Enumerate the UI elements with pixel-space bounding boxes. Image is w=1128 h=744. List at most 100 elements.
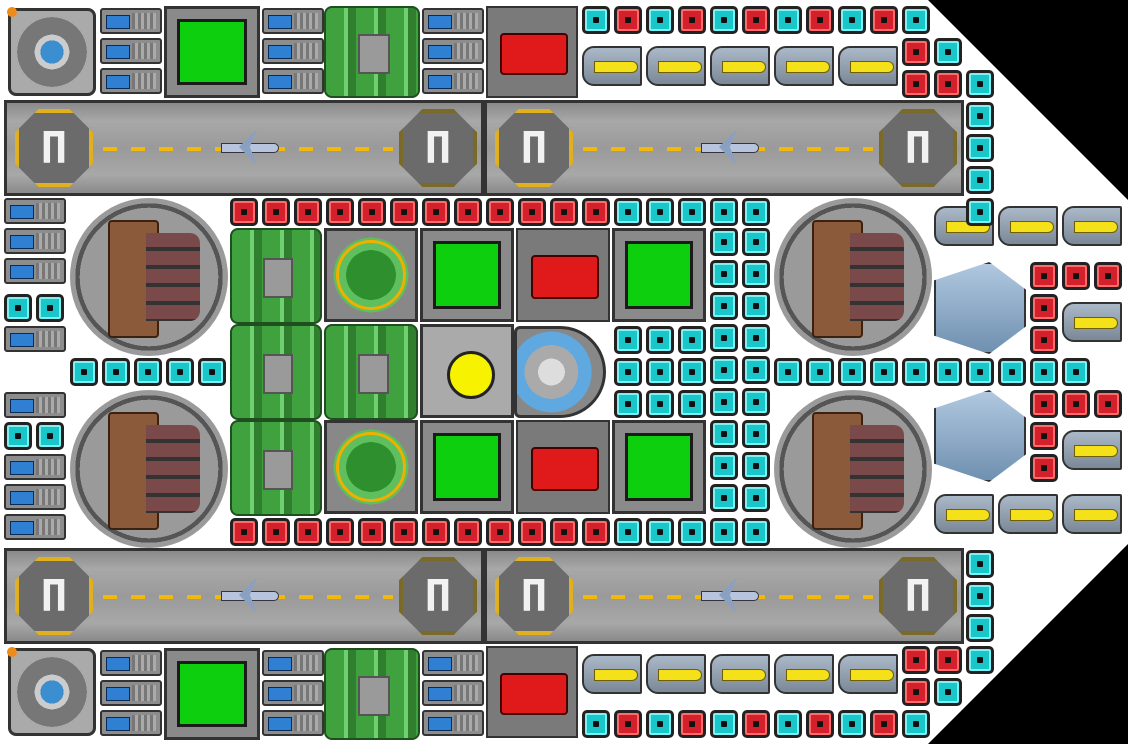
cyan-conduit-icon[interactable] (4, 422, 32, 450)
battery-module[interactable] (100, 8, 162, 34)
heavy-turret-icon[interactable] (774, 390, 932, 548)
cyan-conduit-icon[interactable] (998, 358, 1026, 386)
battery-module[interactable] (262, 8, 324, 34)
cyan-conduit-icon[interactable] (36, 422, 64, 450)
hangar-fighter-icon[interactable] (324, 228, 418, 322)
cyan-conduit-icon[interactable] (934, 358, 962, 386)
red-conduit-icon[interactable] (806, 710, 834, 738)
thruster-module[interactable] (646, 654, 706, 694)
cyan-conduit-icon[interactable] (166, 358, 194, 386)
cyan-conduit-icon[interactable] (710, 228, 738, 256)
battery-module[interactable] (422, 8, 484, 34)
red-conduit-icon[interactable] (518, 198, 546, 226)
cyan-conduit-icon[interactable] (742, 420, 770, 448)
red-conduit-icon[interactable] (902, 70, 930, 98)
shield-generator-icon[interactable] (7, 7, 96, 96)
cyan-conduit-icon[interactable] (742, 324, 770, 352)
red-conduit-icon[interactable] (454, 198, 482, 226)
red-conduit-icon[interactable] (742, 710, 770, 738)
power-core-module[interactable] (612, 228, 706, 322)
cyan-conduit-icon[interactable] (678, 198, 706, 226)
red-conduit-icon[interactable] (742, 6, 770, 34)
fuel-tank-module[interactable] (324, 6, 420, 98)
battery-module[interactable] (422, 680, 484, 706)
cyan-conduit-icon[interactable] (678, 358, 706, 386)
cyan-conduit-icon[interactable] (646, 6, 674, 34)
red-conduit-icon[interactable] (454, 518, 482, 546)
red-conduit-icon[interactable] (358, 198, 386, 226)
red-conduit-icon[interactable] (230, 198, 258, 226)
red-conduit-icon[interactable] (678, 6, 706, 34)
battery-module[interactable] (100, 38, 162, 64)
cyan-conduit-icon[interactable] (774, 6, 802, 34)
cyan-conduit-icon[interactable] (646, 710, 674, 738)
red-conduit-icon[interactable] (934, 646, 962, 674)
reactor-core-icon[interactable] (420, 324, 514, 418)
battery-module[interactable] (4, 258, 66, 284)
shield-generator-icon[interactable] (7, 647, 96, 736)
battery-module[interactable] (422, 710, 484, 736)
red-conduit-icon[interactable] (1030, 262, 1058, 290)
red-conduit-icon[interactable] (934, 70, 962, 98)
runway-bottom-left[interactable]: Π Π (4, 548, 484, 644)
cyan-conduit-icon[interactable] (742, 452, 770, 480)
battery-module[interactable] (4, 326, 66, 352)
red-conduit-icon[interactable] (1062, 390, 1090, 418)
cyan-conduit-icon[interactable] (806, 358, 834, 386)
cyan-conduit-icon[interactable] (646, 390, 674, 418)
cyan-conduit-icon[interactable] (966, 102, 994, 130)
red-conduit-icon[interactable] (902, 38, 930, 66)
cyan-conduit-icon[interactable] (966, 582, 994, 610)
cyan-conduit-icon[interactable] (134, 358, 162, 386)
red-conduit-icon[interactable] (870, 710, 898, 738)
cyan-conduit-icon[interactable] (838, 358, 866, 386)
thruster-module[interactable] (582, 654, 642, 694)
red-conduit-icon[interactable] (326, 518, 354, 546)
runway-bottom-right[interactable]: Π Π (484, 548, 964, 644)
power-core-module[interactable] (420, 420, 514, 514)
cyan-conduit-icon[interactable] (710, 388, 738, 416)
red-conduit-icon[interactable] (262, 198, 290, 226)
cyan-conduit-icon[interactable] (742, 292, 770, 320)
red-conduit-icon[interactable] (614, 710, 642, 738)
fighter-plane-icon[interactable] (701, 575, 759, 615)
battery-module[interactable] (100, 680, 162, 706)
red-conduit-icon[interactable] (550, 198, 578, 226)
cyan-conduit-icon[interactable] (966, 646, 994, 674)
cyan-conduit-icon[interactable] (774, 358, 802, 386)
red-conduit-icon[interactable] (390, 198, 418, 226)
cyan-conduit-icon[interactable] (710, 6, 738, 34)
thruster-module[interactable] (1062, 430, 1122, 470)
red-conduit-icon[interactable] (614, 6, 642, 34)
cyan-conduit-icon[interactable] (966, 166, 994, 194)
cannon-turret-icon[interactable] (516, 228, 610, 322)
heavy-turret-icon[interactable] (70, 198, 228, 356)
battery-module[interactable] (422, 650, 484, 676)
red-conduit-icon[interactable] (262, 518, 290, 546)
cyan-conduit-icon[interactable] (742, 228, 770, 256)
red-conduit-icon[interactable] (1030, 294, 1058, 322)
battery-module[interactable] (100, 68, 162, 94)
cyan-conduit-icon[interactable] (966, 70, 994, 98)
battery-module[interactable] (4, 454, 66, 480)
battery-module[interactable] (4, 228, 66, 254)
red-conduit-icon[interactable] (518, 518, 546, 546)
cyan-conduit-icon[interactable] (4, 294, 32, 322)
red-conduit-icon[interactable] (1030, 326, 1058, 354)
fuel-tank-module[interactable] (230, 420, 322, 516)
cyan-conduit-icon[interactable] (678, 326, 706, 354)
cyan-conduit-icon[interactable] (710, 356, 738, 384)
cyan-conduit-icon[interactable] (966, 134, 994, 162)
cyan-conduit-icon[interactable] (646, 358, 674, 386)
cyan-conduit-icon[interactable] (966, 358, 994, 386)
fighter-plane-icon[interactable] (221, 127, 279, 167)
battery-module[interactable] (100, 650, 162, 676)
red-conduit-icon[interactable] (230, 518, 258, 546)
red-conduit-icon[interactable] (902, 646, 930, 674)
heavy-turret-icon[interactable] (774, 198, 932, 356)
red-conduit-icon[interactable] (390, 518, 418, 546)
power-core-module[interactable] (164, 648, 260, 740)
cyan-conduit-icon[interactable] (934, 678, 962, 706)
cyan-conduit-icon[interactable] (678, 518, 706, 546)
power-core-module[interactable] (612, 420, 706, 514)
